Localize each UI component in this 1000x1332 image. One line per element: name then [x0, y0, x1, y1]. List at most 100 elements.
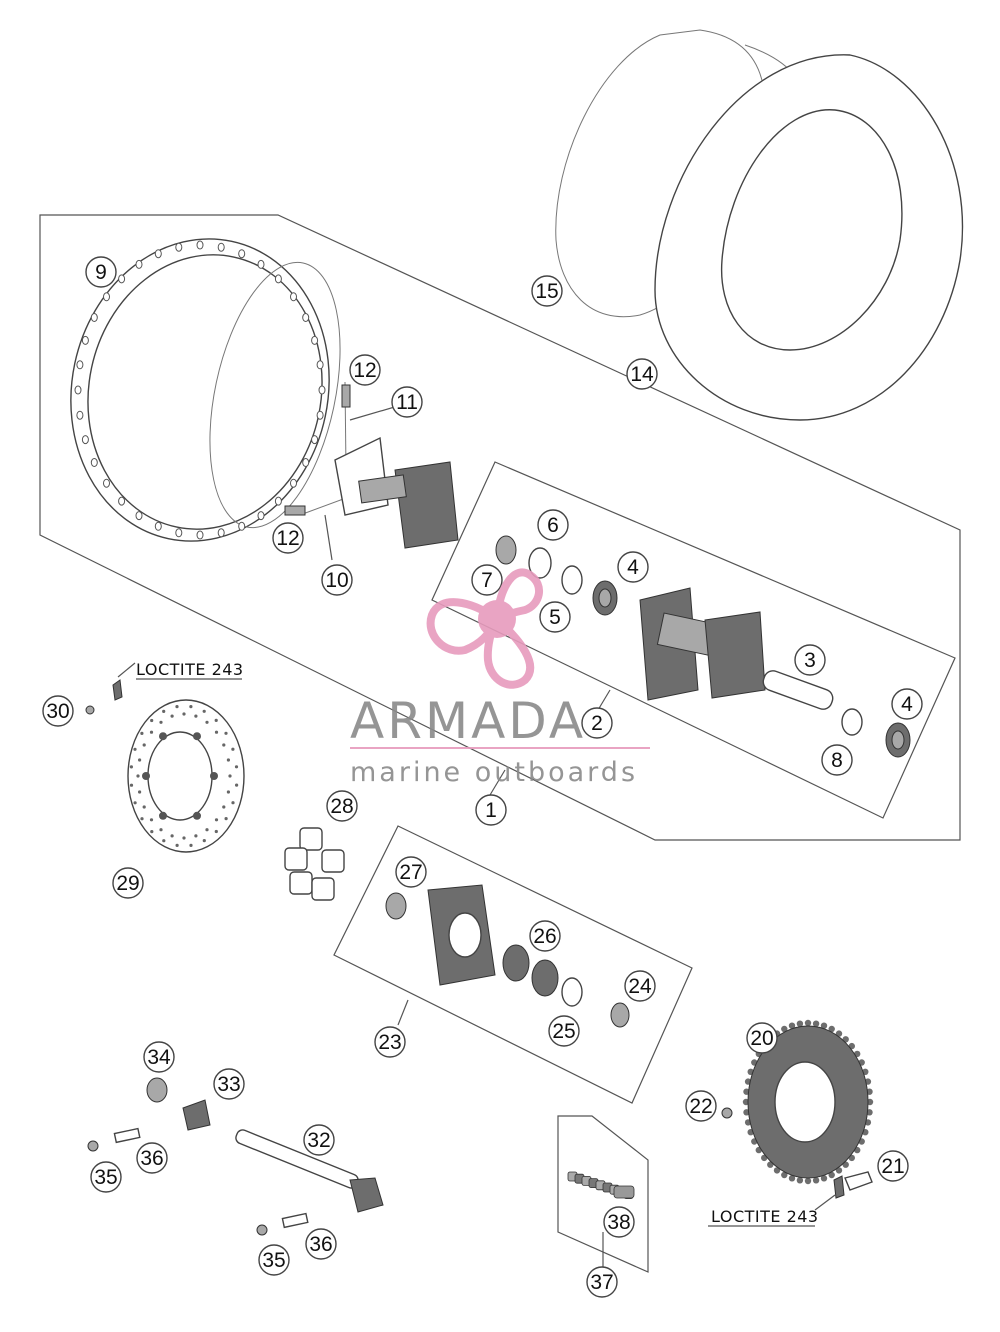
svg-text:7: 7: [481, 569, 493, 592]
disc-hole: [162, 839, 166, 843]
callout-5: 5: [539, 601, 571, 633]
chain-adjuster-33: [182, 1099, 211, 1131]
disc-bolt: [210, 772, 218, 780]
callout-20: 20: [746, 1022, 778, 1054]
disc-hole: [142, 743, 146, 747]
disc-bolt: [193, 811, 201, 820]
disc-hole: [140, 731, 144, 736]
svg-text:36: 36: [140, 1147, 163, 1170]
seal-7: [495, 535, 517, 565]
rim-hole: [238, 249, 246, 259]
svg-text:35: 35: [262, 1249, 285, 1272]
damper: [289, 871, 313, 895]
svg-text:36: 36: [309, 1233, 332, 1256]
disc-hole: [140, 817, 144, 821]
rim-hole: [76, 410, 84, 420]
sprocket-tooth: [820, 1022, 828, 1029]
hub-2-flange-right: [704, 611, 766, 699]
svg-text:4: 4: [901, 693, 913, 716]
disc-inner: [147, 731, 213, 821]
disc-bolt: [159, 811, 167, 820]
spacer-3: [762, 670, 834, 710]
disc-bolt: [193, 732, 201, 741]
rim-hole: [290, 478, 297, 488]
disc-hole: [224, 731, 228, 735]
nut-34: [146, 1077, 168, 1103]
propeller-logo-icon: [426, 568, 543, 689]
rim-hole: [274, 274, 282, 284]
callout-27: 27: [395, 856, 427, 888]
callout-30: 30: [42, 695, 74, 727]
sprocket-carrier-parts: [385, 884, 630, 1028]
hub-complete: [284, 381, 459, 561]
nut-35a: [87, 1140, 99, 1152]
damper: [284, 847, 308, 871]
sprocket-tooth: [796, 1020, 804, 1027]
disc-hole: [222, 743, 226, 747]
disc-hole: [150, 718, 154, 723]
svg-text:3: 3: [804, 649, 816, 672]
disc-hole: [149, 818, 154, 822]
sprocket-tooth: [788, 1175, 796, 1182]
callout-29: 29: [112, 867, 144, 899]
svg-text:33: 33: [217, 1073, 240, 1096]
callout-9: 9: [85, 256, 117, 288]
damper: [311, 877, 335, 901]
svg-text:24: 24: [628, 975, 652, 998]
callout-3: 3: [794, 644, 826, 676]
callout-26: 26: [529, 920, 561, 952]
bearing-4b-race: [891, 730, 905, 750]
callout-37: 37: [586, 1266, 618, 1298]
loctite-label-right: LOCTITE 243: [711, 1207, 819, 1226]
nut-35b: [256, 1224, 268, 1236]
callout-24: 24: [624, 970, 656, 1002]
spacer-24: [610, 1002, 630, 1028]
callout-11: 11: [391, 386, 423, 418]
callout-35: 35: [90, 1161, 122, 1193]
rim-hole: [311, 335, 319, 345]
rim-hole: [103, 292, 110, 302]
disc-hole: [189, 705, 193, 709]
disc-hole: [205, 720, 209, 724]
svg-text:5: 5: [549, 606, 561, 629]
disc-hole: [182, 712, 186, 716]
callout-12: 12: [349, 354, 381, 386]
watermark-brand: ARMADA: [350, 692, 586, 750]
sprocket-tooth: [788, 1022, 796, 1029]
rim-hole: [290, 292, 297, 302]
adjuster-bolt-36a: [113, 1127, 141, 1144]
chain: [567, 1171, 635, 1199]
rim-hole: [135, 259, 143, 269]
callout-6: 6: [537, 509, 569, 541]
disc-hole: [175, 843, 179, 848]
svg-text:21: 21: [881, 1155, 904, 1178]
rim-hole: [238, 521, 246, 531]
disc-hole: [170, 714, 174, 718]
callout-balloons: 1 2 3 4 4 5 6 7 8 9 10 11 12 12 14 15 20…: [42, 256, 923, 1298]
rim-hole: [316, 410, 324, 420]
screw-30-head: [85, 705, 95, 715]
disc-hole: [226, 790, 230, 794]
wheel-assembly-outline: [39, 214, 961, 841]
sprocket-tooth: [804, 1019, 812, 1027]
carrier-bore: [448, 912, 482, 958]
hub-barrel: [358, 474, 407, 504]
callout-33: 33: [213, 1068, 245, 1100]
watermark-tagline: marine outboards: [350, 757, 638, 788]
assembly-boundaries: [39, 214, 961, 1273]
svg-text:34: 34: [147, 1046, 171, 1069]
sprocket-tooth: [812, 1177, 820, 1184]
rim-hole: [316, 360, 324, 370]
disc-hole: [194, 834, 198, 838]
disc-hole: [129, 765, 133, 769]
tire-inner: [720, 109, 903, 351]
disc-hole: [138, 790, 142, 794]
callout-23: 23: [374, 1026, 406, 1058]
svg-text:28: 28: [330, 795, 353, 818]
svg-text:29: 29: [116, 872, 139, 895]
tire-and-tube: [555, 29, 964, 421]
disc-hole: [175, 705, 179, 709]
svg-text:8: 8: [831, 749, 843, 772]
rim-hole: [311, 435, 319, 445]
rim-hole: [175, 242, 183, 252]
